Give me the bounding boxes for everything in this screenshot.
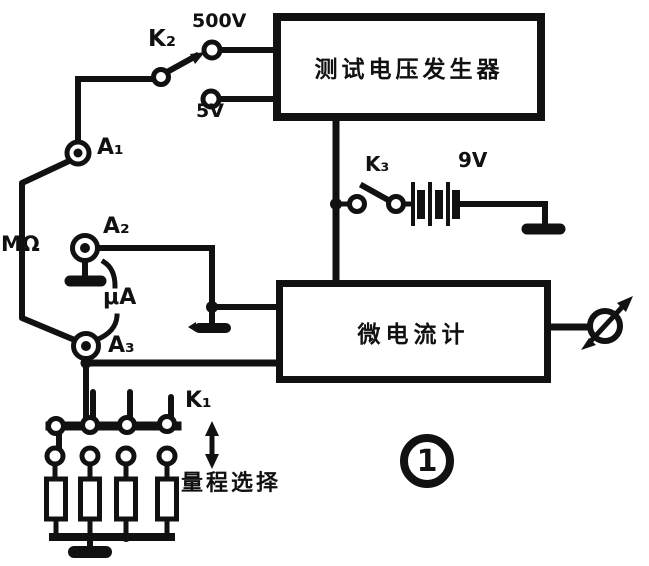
k2-pivot-contact [151,67,171,87]
ua-arc-upper [100,258,118,289]
microammeter-box: 微电流计 [276,280,551,383]
label-ua: μA [103,285,137,310]
wire-a1-to-k2 [75,76,156,145]
ground-tick-mid [188,322,196,332]
wire-a2-to-galvanometer [95,245,281,310]
resistor [114,476,138,522]
label-a2: A₂ [103,214,130,239]
label-a3: A₃ [108,333,135,358]
k2-switch-blade [162,51,201,77]
test-voltage-generator-title: 测试电压发生器 [314,57,504,83]
figure-number: 1 [416,443,438,479]
k1-motion-arrow-icon [205,421,219,469]
label-k1: K₁ [185,388,212,413]
k3-contact-left [347,194,367,214]
resistor [44,476,68,522]
k2-blade-arrowhead [190,52,205,64]
contact-5v [200,88,222,110]
contact-500v [201,39,223,61]
test-voltage-generator-box: 测试电压发生器 [273,13,545,121]
wire-mohm-path [19,157,81,345]
wire-battery-to-ground [457,201,548,225]
k3-contact-right [386,194,406,214]
battery-9v [411,182,460,226]
resistor [78,476,102,522]
terminal-a2 [70,233,100,263]
resistor [155,476,179,522]
label-a1: A₁ [97,135,124,160]
label-5v: 5V [196,100,224,122]
label-k2: K₂ [148,26,176,52]
ua-arc-lower [92,313,120,344]
label-mohm: MΩ [1,232,40,256]
microammeter-title: 微电流计 [357,321,470,348]
label-range-select: 量程选择 [181,471,282,496]
figure-number-badge: 1 [400,434,454,488]
terminal-a1 [64,139,92,167]
k3-switch-blade [358,181,395,206]
meter-icon [581,296,633,350]
label-9v: 9V [458,148,488,172]
terminal-a3 [71,331,101,361]
k1-switch-bank [44,389,182,483]
resistor-bank [44,476,179,558]
label-k3: K₃ [365,152,390,176]
label-500v: 500V [192,10,247,32]
